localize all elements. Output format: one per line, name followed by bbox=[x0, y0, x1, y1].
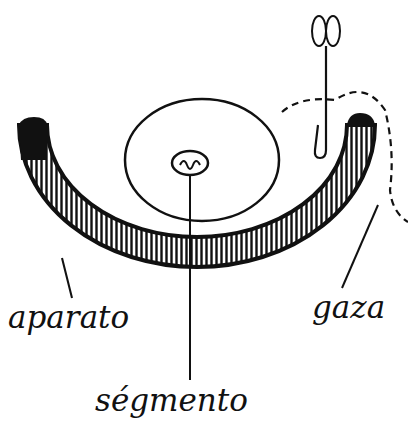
part-label: gaza bbox=[312, 290, 385, 324]
gauze-line bbox=[282, 92, 408, 222]
segment-oval bbox=[125, 99, 279, 221]
band-end bbox=[19, 117, 47, 160]
leader-line bbox=[342, 205, 378, 288]
pin-head bbox=[312, 16, 326, 46]
part-label: aparato bbox=[8, 300, 129, 334]
band-end bbox=[347, 113, 375, 125]
leader-line bbox=[189, 176, 191, 380]
pin-shaft bbox=[315, 46, 326, 158]
part-label: ségmento bbox=[95, 383, 248, 417]
leader-line bbox=[62, 258, 72, 298]
scribble bbox=[180, 161, 200, 169]
pin-head bbox=[326, 16, 340, 46]
center-oval bbox=[172, 151, 208, 175]
